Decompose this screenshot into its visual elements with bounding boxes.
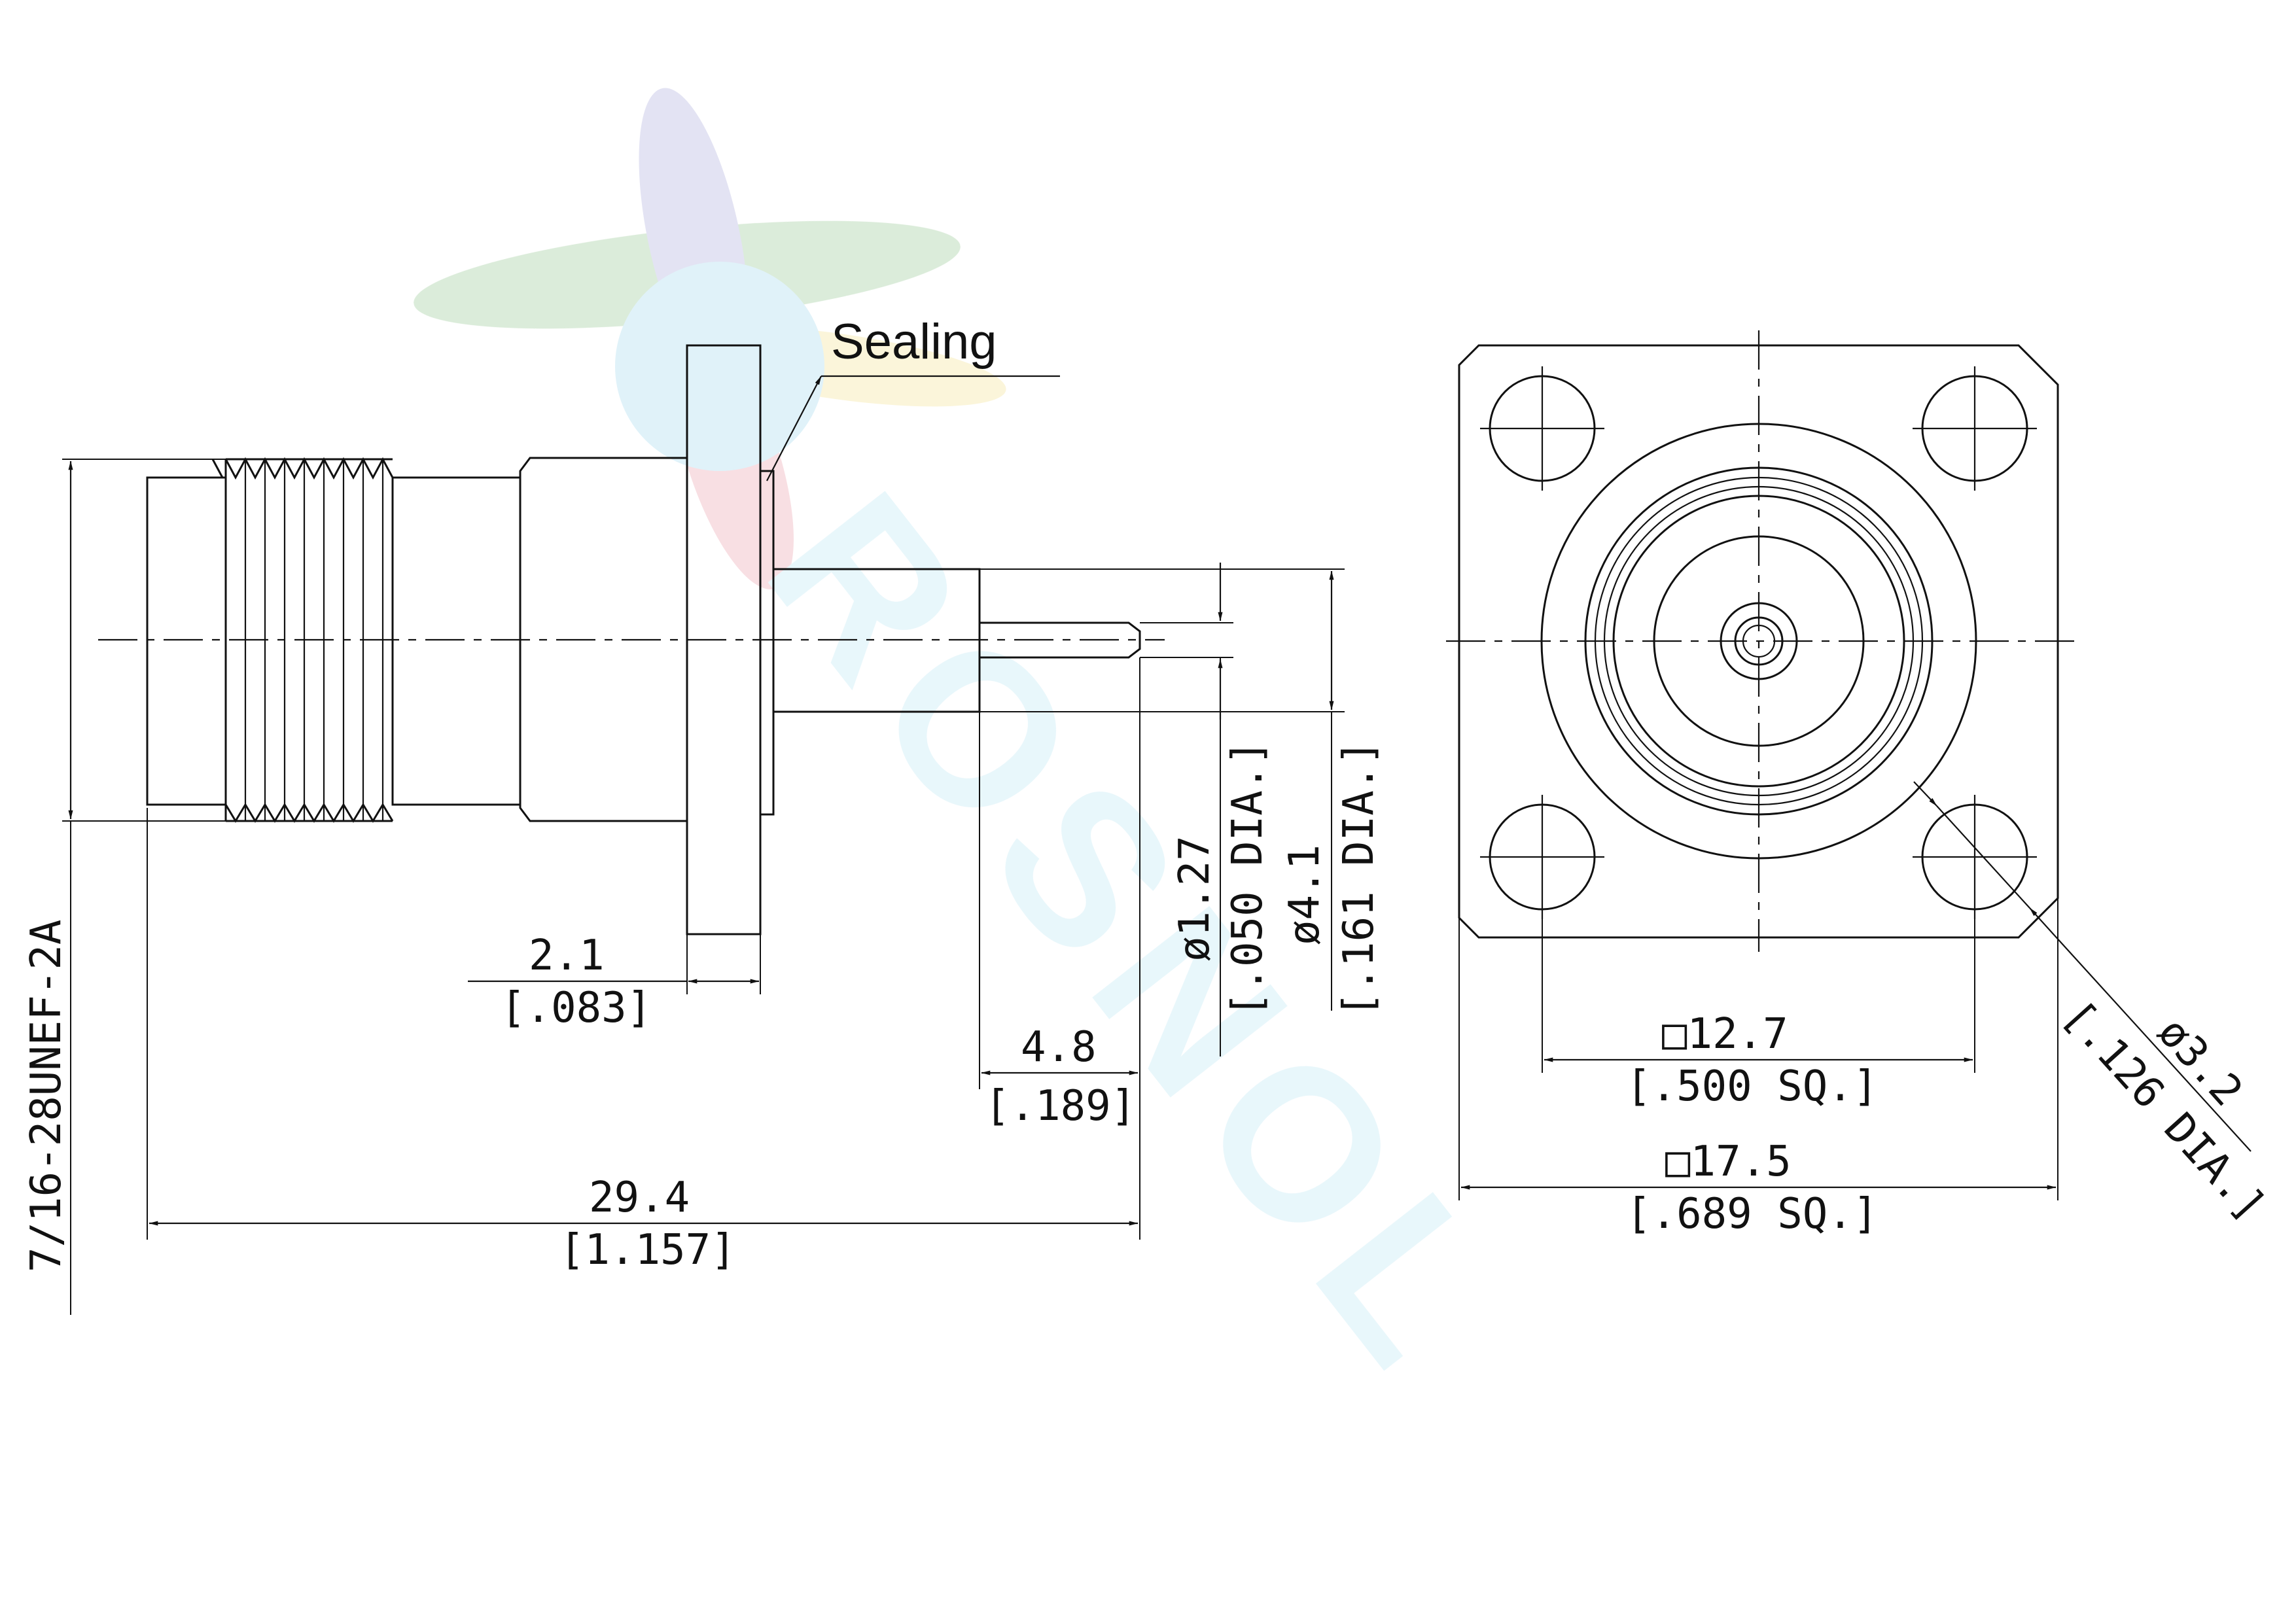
flange-size-in: [.689 SQ.] bbox=[1626, 1190, 1878, 1238]
center-contact-bore bbox=[1742, 624, 1776, 658]
insulator-dia-mm: ø4.1 bbox=[1280, 845, 1329, 945]
thread-spec: 7/16-28UNEF-2A bbox=[22, 920, 71, 1272]
thread-ring-2 bbox=[1594, 476, 1924, 806]
front-view: □12.7 [.500 SQ.] □17.5 [.689 SQ.] ø3.2 [… bbox=[1446, 330, 2275, 1238]
body-neck bbox=[391, 476, 521, 806]
insulator-face bbox=[1653, 535, 1865, 747]
thread-profile-top bbox=[211, 457, 394, 480]
hole-spacing-in: [.500 SQ.] bbox=[1626, 1062, 1878, 1111]
overall-length-in: [1.157] bbox=[559, 1226, 736, 1274]
pin-length-in: [.189] bbox=[985, 1082, 1136, 1130]
insulator-dia-in: [.161 DIA.] bbox=[1335, 740, 1383, 1017]
sealing-label: Sealing bbox=[831, 314, 997, 370]
pin-length-mm: 4.8 bbox=[1021, 1023, 1097, 1072]
thread-crest-lines bbox=[244, 459, 384, 821]
sealing-leader bbox=[766, 375, 822, 481]
hole-dia-leader bbox=[1913, 781, 1937, 807]
flange-size-mm: □17.5 bbox=[1665, 1138, 1792, 1186]
pin-dia-mm: ø1.27 bbox=[1171, 835, 1219, 962]
outer-body-ring bbox=[1540, 423, 1977, 860]
contact-pin bbox=[978, 621, 1141, 659]
thread-ring-3 bbox=[1603, 485, 1915, 797]
front-flange bbox=[1458, 344, 2059, 939]
thread-ring-inner bbox=[1612, 495, 1905, 788]
thread-ring-outer bbox=[1584, 466, 1934, 816]
hole-spacing-mm: □12.7 bbox=[1662, 1010, 1788, 1058]
overall-length-mm: 29.4 bbox=[589, 1174, 690, 1222]
flange-thickness-mm: 2.1 bbox=[529, 932, 605, 980]
pin-dia-in: [.050 DIA.] bbox=[1224, 740, 1272, 1017]
side-view: Sealing 7/16-28UNEF-2A 2.1 [.083] 4.8 [.… bbox=[22, 314, 1383, 1315]
mounting-holes bbox=[1480, 366, 2037, 919]
thread-profile-bottom bbox=[224, 803, 394, 823]
center-contact-inner bbox=[1734, 616, 1784, 666]
flange-thickness-in: [.083] bbox=[501, 984, 652, 1032]
watermark-text: ROSNOL bbox=[723, 451, 1555, 1420]
thread-body bbox=[146, 476, 227, 806]
center-contact-outer bbox=[1720, 602, 1798, 680]
